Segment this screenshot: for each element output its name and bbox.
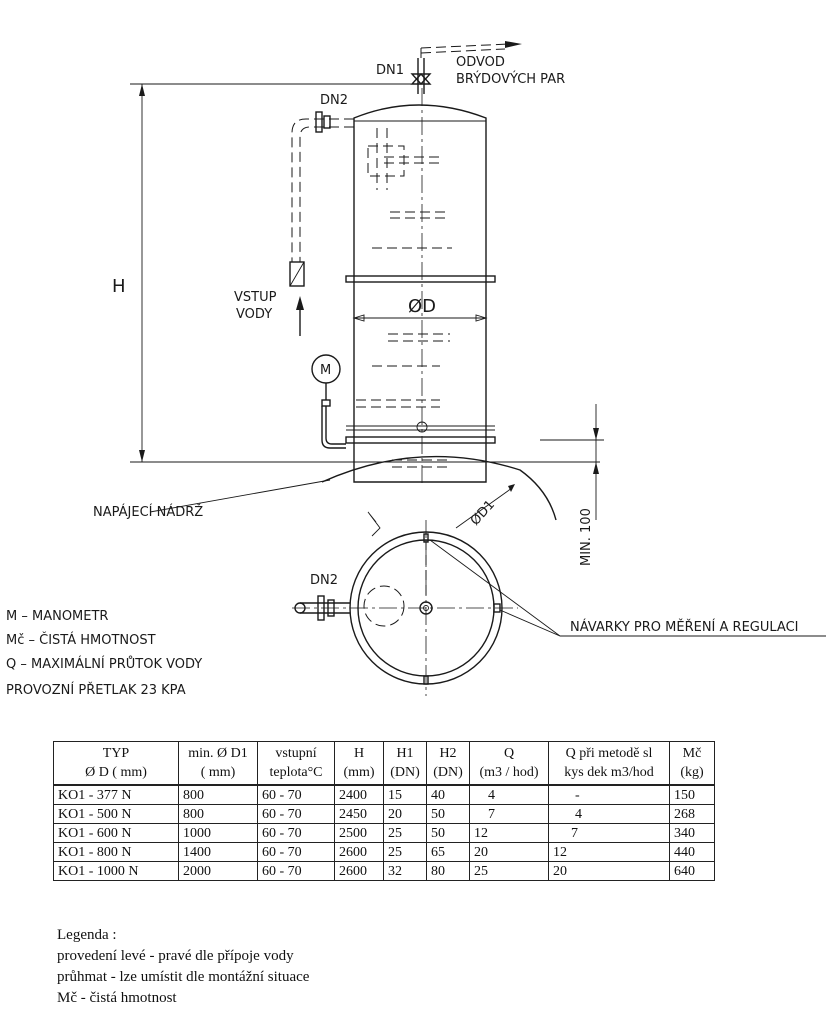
outlet-pipe (410, 41, 522, 94)
header-h: H(mm) (334, 741, 384, 786)
cell-h2: 50 (426, 804, 470, 824)
cell-q: 7 (469, 804, 549, 824)
vessel-plan-view (292, 520, 518, 696)
cell-min-d1: 1000 (178, 823, 258, 843)
cell-h1: 25 (383, 823, 427, 843)
cell-typ: KO1 - 377 N (53, 784, 179, 805)
cell-q-method: 12 (548, 842, 670, 862)
vessel-side-view (345, 88, 496, 486)
cell-h2: 65 (426, 842, 470, 862)
cell-h2: 80 (426, 861, 470, 881)
welds-label: NÁVARKY PRO MĚŘENÍ A REGULACI (570, 619, 799, 635)
inlet-pipe (289, 111, 354, 336)
cell-min-d1: 2000 (178, 861, 258, 881)
cell-mass: 268 (669, 804, 715, 824)
key-line: Q – MAXIMÁLNÍ PRŮTOK VODY (6, 656, 202, 672)
height-dimension (130, 83, 600, 463)
cell-temperature: 60 - 70 (257, 804, 335, 824)
cell-q-method: 20 (548, 861, 670, 881)
inlet-label-line2: VODY (236, 307, 272, 322)
cell-mass: 640 (669, 861, 715, 881)
cell-q-method: 4 (548, 804, 670, 824)
cell-h: 2450 (334, 804, 384, 824)
cell-q: 4 (469, 784, 549, 805)
key-line: Mč – ČISTÁ HMOTNOST (6, 632, 156, 648)
cell-h: 2400 (334, 784, 384, 805)
cell-h2: 40 (426, 784, 470, 805)
min-100-label: MIN. 100 (579, 508, 594, 566)
cell-min-d1: 800 (178, 784, 258, 805)
cell-mass: 340 (669, 823, 715, 843)
table-row: KO1 - 377 N 800 60 - 70 2400 15 40 4 - 1… (53, 784, 715, 805)
legend-line: Mč - čistá hmotnost (57, 990, 177, 1006)
header-mass: Mč(kg) (669, 741, 715, 786)
cell-typ: KO1 - 500 N (53, 804, 179, 824)
cell-typ: KO1 - 1000 N (53, 861, 179, 881)
technical-drawing: DN1 ODVOD BRÝDOVÝCH PAR DN2 VSTUP VODY H… (6, 41, 826, 698)
cell-h1: 15 (383, 784, 427, 805)
cell-typ: KO1 - 800 N (53, 842, 179, 862)
header-h2: H2(DN) (426, 741, 470, 786)
d1-dimension (455, 484, 515, 529)
header-min-d1: min. Ø D1( mm) (178, 741, 258, 786)
cell-temperature: 60 - 70 (257, 823, 335, 843)
dn2-top-label: DN2 (320, 93, 348, 108)
diameter-label: ØD (408, 296, 436, 317)
cell-h1: 20 (383, 804, 427, 824)
cell-h: 2500 (334, 823, 384, 843)
outlet-label-line2: BRÝDOVÝCH PAR (456, 71, 565, 87)
cell-h: 2600 (334, 842, 384, 862)
height-label: H (112, 276, 126, 297)
manometer (311, 354, 346, 449)
welds-leader (429, 539, 826, 637)
d1-label: ØD1 (468, 497, 498, 528)
drawing-key: M – MANOMETR Mč – ČISTÁ HMOTNOST Q – MAX… (6, 609, 202, 698)
cell-temperature: 60 - 70 (257, 861, 335, 881)
cell-h: 2600 (334, 861, 384, 881)
dn2-bottom-label: DN2 (310, 573, 338, 588)
cell-typ: KO1 - 600 N (53, 823, 179, 843)
feed-tank-label: NAPÁJECÍ NÁDRŽ (93, 504, 203, 520)
cell-temperature: 60 - 70 (257, 784, 335, 805)
cell-min-d1: 1400 (178, 842, 258, 862)
header-q: Q(m3 / hod) (469, 741, 549, 786)
cell-temperature: 60 - 70 (257, 842, 335, 862)
table-row: KO1 - 600 N 1000 60 - 70 2500 25 50 12 7… (53, 823, 715, 843)
min-100-dimension (540, 404, 604, 520)
key-line: PROVOZNÍ PŘETLAK 23 KPA (6, 682, 186, 698)
header-h1: H1(DN) (383, 741, 427, 786)
key-line: M – MANOMETR (6, 609, 108, 624)
legend-line: průhmat - lze umístit dle montážní situa… (57, 969, 310, 985)
cell-mass: 440 (669, 842, 715, 862)
cell-mass: 150 (669, 784, 715, 805)
outlet-label-line1: ODVOD (456, 55, 505, 70)
cell-h1: 32 (383, 861, 427, 881)
cell-h1: 25 (383, 842, 427, 862)
table-row: KO1 - 1000 N 2000 60 - 70 2600 32 80 25 … (53, 861, 715, 881)
cell-h2: 50 (426, 823, 470, 843)
cell-q-method: - (548, 784, 670, 805)
cell-min-d1: 800 (178, 804, 258, 824)
feed-tank (149, 455, 557, 537)
cell-q: 20 (469, 842, 549, 862)
legend: Legenda : provedení levé - pravé dle pří… (57, 925, 309, 1009)
cell-q: 12 (469, 823, 549, 843)
cell-q-method: 7 (548, 823, 670, 843)
table-row: KO1 - 800 N 1400 60 - 70 2600 25 65 20 1… (53, 842, 715, 862)
cell-q: 25 (469, 861, 549, 881)
legend-title: Legenda : (57, 927, 117, 943)
inlet-label-line1: VSTUP (234, 290, 277, 305)
manometer-symbol: M (320, 363, 331, 378)
table-row: KO1 - 500 N 800 60 - 70 2450 20 50 7 4 2… (53, 804, 715, 824)
dn1-label: DN1 (376, 63, 404, 78)
legend-line: provedení levé - pravé dle přípoje vody (57, 948, 294, 964)
